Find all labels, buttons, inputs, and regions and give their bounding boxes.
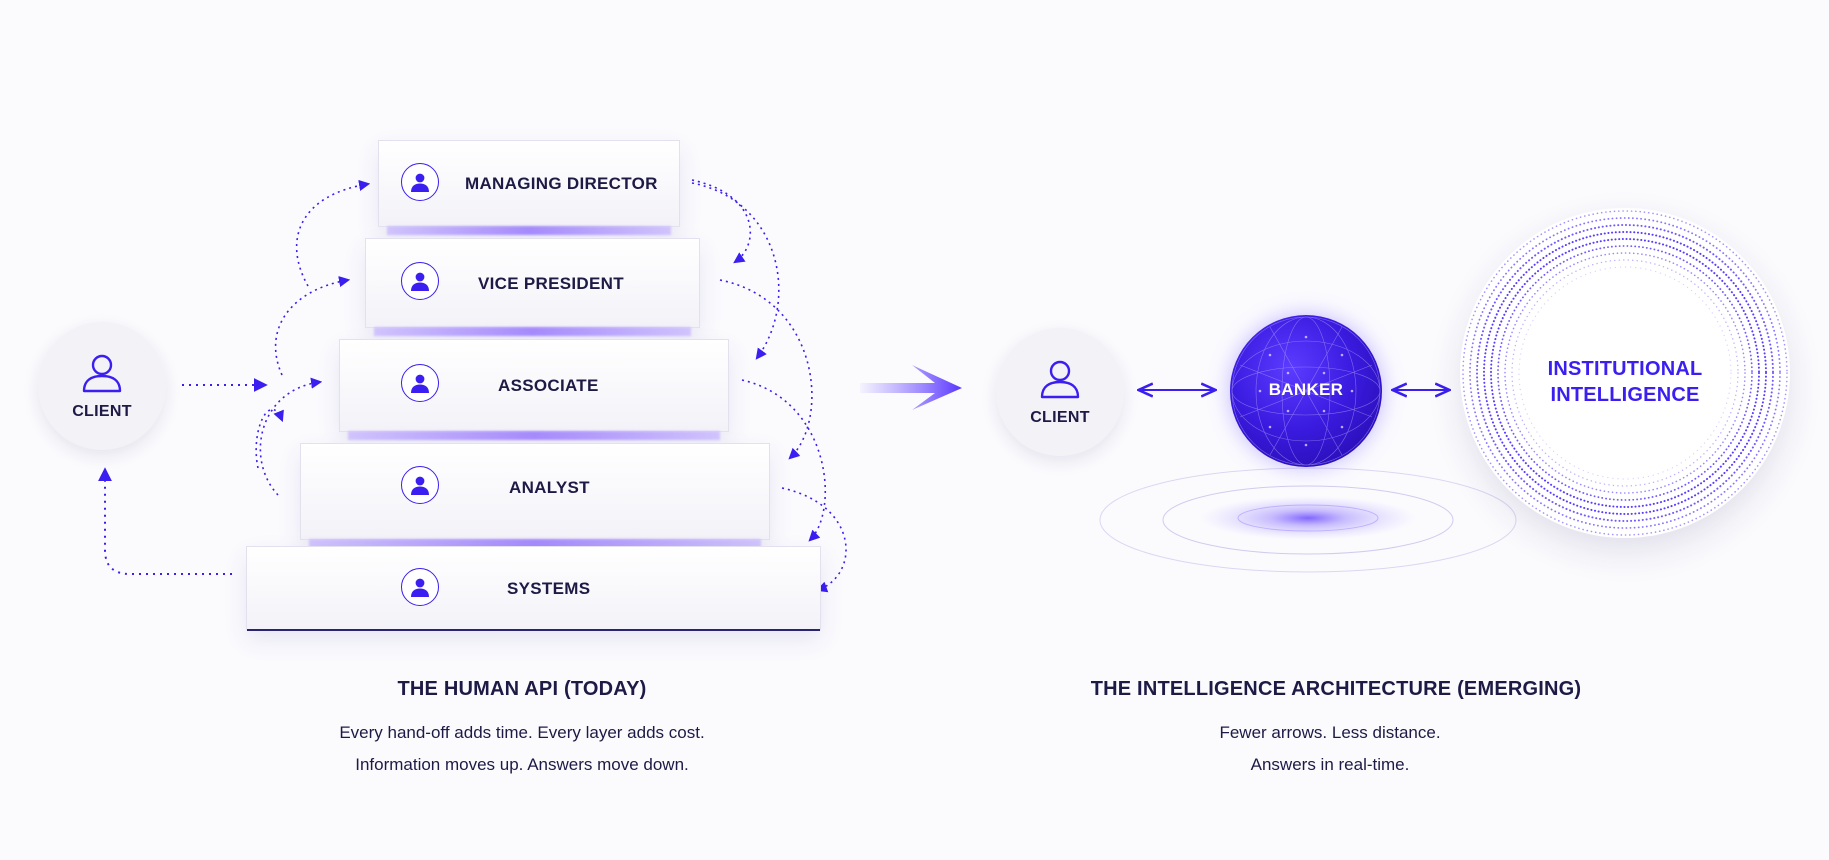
intelligence-label-line: INSTITUTIONAL bbox=[1547, 358, 1703, 380]
person-icon bbox=[1040, 360, 1080, 399]
person-icon bbox=[401, 568, 439, 606]
left-caption-line: Information moves up. Answers move down. bbox=[355, 755, 689, 774]
intelligence-label: INSTITUTIONAL INTELLIGENCE bbox=[1460, 356, 1790, 408]
tier-label: SYSTEMS bbox=[507, 579, 591, 598]
tier-managing-director: MANAGING DIRECTOR bbox=[378, 140, 680, 235]
person-icon bbox=[401, 364, 439, 402]
right-caption-line: Fewer arrows. Less distance. bbox=[1219, 723, 1441, 742]
right-caption-title: THE INTELLIGENCE ARCHITECTURE (EMERGING) bbox=[1090, 678, 1582, 700]
tier-label: MANAGING DIRECTOR bbox=[465, 174, 658, 193]
tier-glow bbox=[387, 226, 671, 235]
intelligence-label-line: INTELLIGENCE bbox=[1550, 384, 1700, 406]
tier-analyst: ANALYST bbox=[300, 443, 770, 548]
person-icon bbox=[401, 262, 439, 300]
left-client-node: CLIENT bbox=[38, 322, 166, 450]
tier-glow bbox=[374, 327, 691, 336]
left-caption-title: THE HUMAN API (TODAY) bbox=[397, 678, 647, 700]
tier-glow bbox=[348, 431, 720, 440]
person-icon bbox=[82, 354, 122, 393]
tier-base-line bbox=[247, 629, 820, 631]
dotted-ring-icon bbox=[1462, 210, 1788, 536]
sphere-mesh-icon bbox=[1231, 316, 1381, 466]
tier-associate: ASSOCIATE bbox=[339, 339, 729, 440]
banker-sphere bbox=[1230, 315, 1382, 467]
left-caption-line: Every hand-off adds time. Every layer ad… bbox=[339, 723, 705, 742]
right-client-node: CLIENT bbox=[996, 328, 1124, 456]
systems-to-client-arrow bbox=[98, 467, 232, 575]
right-client-label: CLIENT bbox=[1030, 409, 1090, 426]
tier-label: ASSOCIATE bbox=[498, 376, 599, 395]
transition-arrow bbox=[860, 365, 962, 410]
tier-systems: SYSTEMS bbox=[246, 546, 821, 631]
person-icon bbox=[401, 466, 439, 504]
tier-vice-president: VICE PRESIDENT bbox=[365, 238, 700, 336]
right-caption-line: Answers in real-time. bbox=[1250, 755, 1410, 774]
banker-shadow-rings bbox=[1099, 467, 1517, 573]
tier-label: VICE PRESIDENT bbox=[478, 274, 624, 293]
left-client-label: CLIENT bbox=[72, 403, 132, 420]
tier-glow bbox=[309, 539, 761, 548]
intelligence-ring bbox=[1460, 208, 1790, 538]
person-icon bbox=[401, 163, 439, 201]
tier-label: ANALYST bbox=[509, 478, 590, 497]
banker-label: BANKER bbox=[1268, 380, 1344, 399]
